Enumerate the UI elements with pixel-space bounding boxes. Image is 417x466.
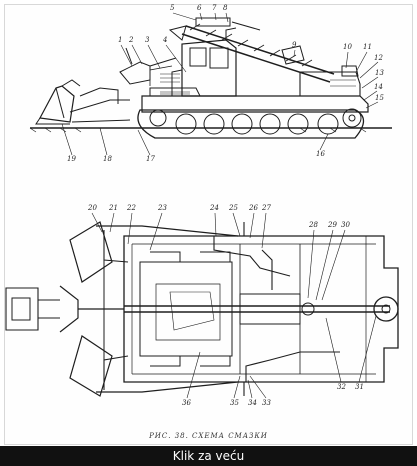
drive-shaft <box>124 296 399 322</box>
side-view-leaders <box>61 12 379 156</box>
track-assembly <box>137 108 365 139</box>
callout-21: 21 <box>109 204 118 212</box>
callout-28: 28 <box>309 221 318 229</box>
operator-cab <box>149 27 237 97</box>
callout-12: 12 <box>374 54 383 62</box>
plan-view-leaders <box>91 212 377 399</box>
chassis-frame <box>123 235 399 383</box>
lubrication-lines <box>103 222 340 396</box>
callout-33: 33 <box>262 399 271 407</box>
rear-equipment <box>119 47 177 85</box>
callout-9: 9 <box>292 41 297 49</box>
callout-8: 8 <box>223 4 228 12</box>
callout-22: 22 <box>127 204 136 212</box>
callout-18: 18 <box>103 155 112 163</box>
callout-17: 17 <box>146 155 155 163</box>
callout-34: 34 <box>248 399 257 407</box>
vehicle-hull <box>141 65 369 113</box>
callout-32: 32 <box>337 383 346 391</box>
callout-6: 6 <box>197 4 202 12</box>
callout-24: 24 <box>210 204 219 212</box>
figure-caption: РИС. 38. СХЕМА СМАЗКИ <box>149 432 268 440</box>
callout-7: 7 <box>212 4 217 12</box>
callout-5: 5 <box>170 4 175 12</box>
callout-25: 25 <box>229 204 238 212</box>
callout-4: 4 <box>163 36 168 44</box>
callout-35: 35 <box>230 399 239 407</box>
callout-15: 15 <box>375 94 384 102</box>
callout-2: 2 <box>129 36 134 44</box>
crane-boom <box>168 17 335 83</box>
dozer-push-frame <box>5 221 239 397</box>
callout-19: 19 <box>67 155 76 163</box>
callout-26: 26 <box>249 204 258 212</box>
callout-14: 14 <box>374 83 383 91</box>
callout-36: 36 <box>182 399 191 407</box>
callout-10: 10 <box>343 43 352 51</box>
callout-11: 11 <box>363 43 372 51</box>
callout-16: 16 <box>316 150 325 158</box>
lubrication-diagram <box>5 12 399 399</box>
side-view-drawing <box>29 12 392 156</box>
dozer-blade <box>35 79 131 125</box>
callout-31: 31 <box>355 383 364 391</box>
engine-compartment <box>139 251 301 367</box>
enlarge-link[interactable]: Klik za veću <box>0 446 417 466</box>
callout-3: 3 <box>145 36 150 44</box>
callout-23: 23 <box>158 204 167 212</box>
plan-view-drawing <box>5 212 399 399</box>
callout-27: 27 <box>262 204 271 212</box>
callout-29: 29 <box>328 221 337 229</box>
callout-20: 20 <box>88 204 97 212</box>
callout-30: 30 <box>341 221 350 229</box>
callout-1: 1 <box>118 36 123 44</box>
callout-13: 13 <box>375 69 384 77</box>
